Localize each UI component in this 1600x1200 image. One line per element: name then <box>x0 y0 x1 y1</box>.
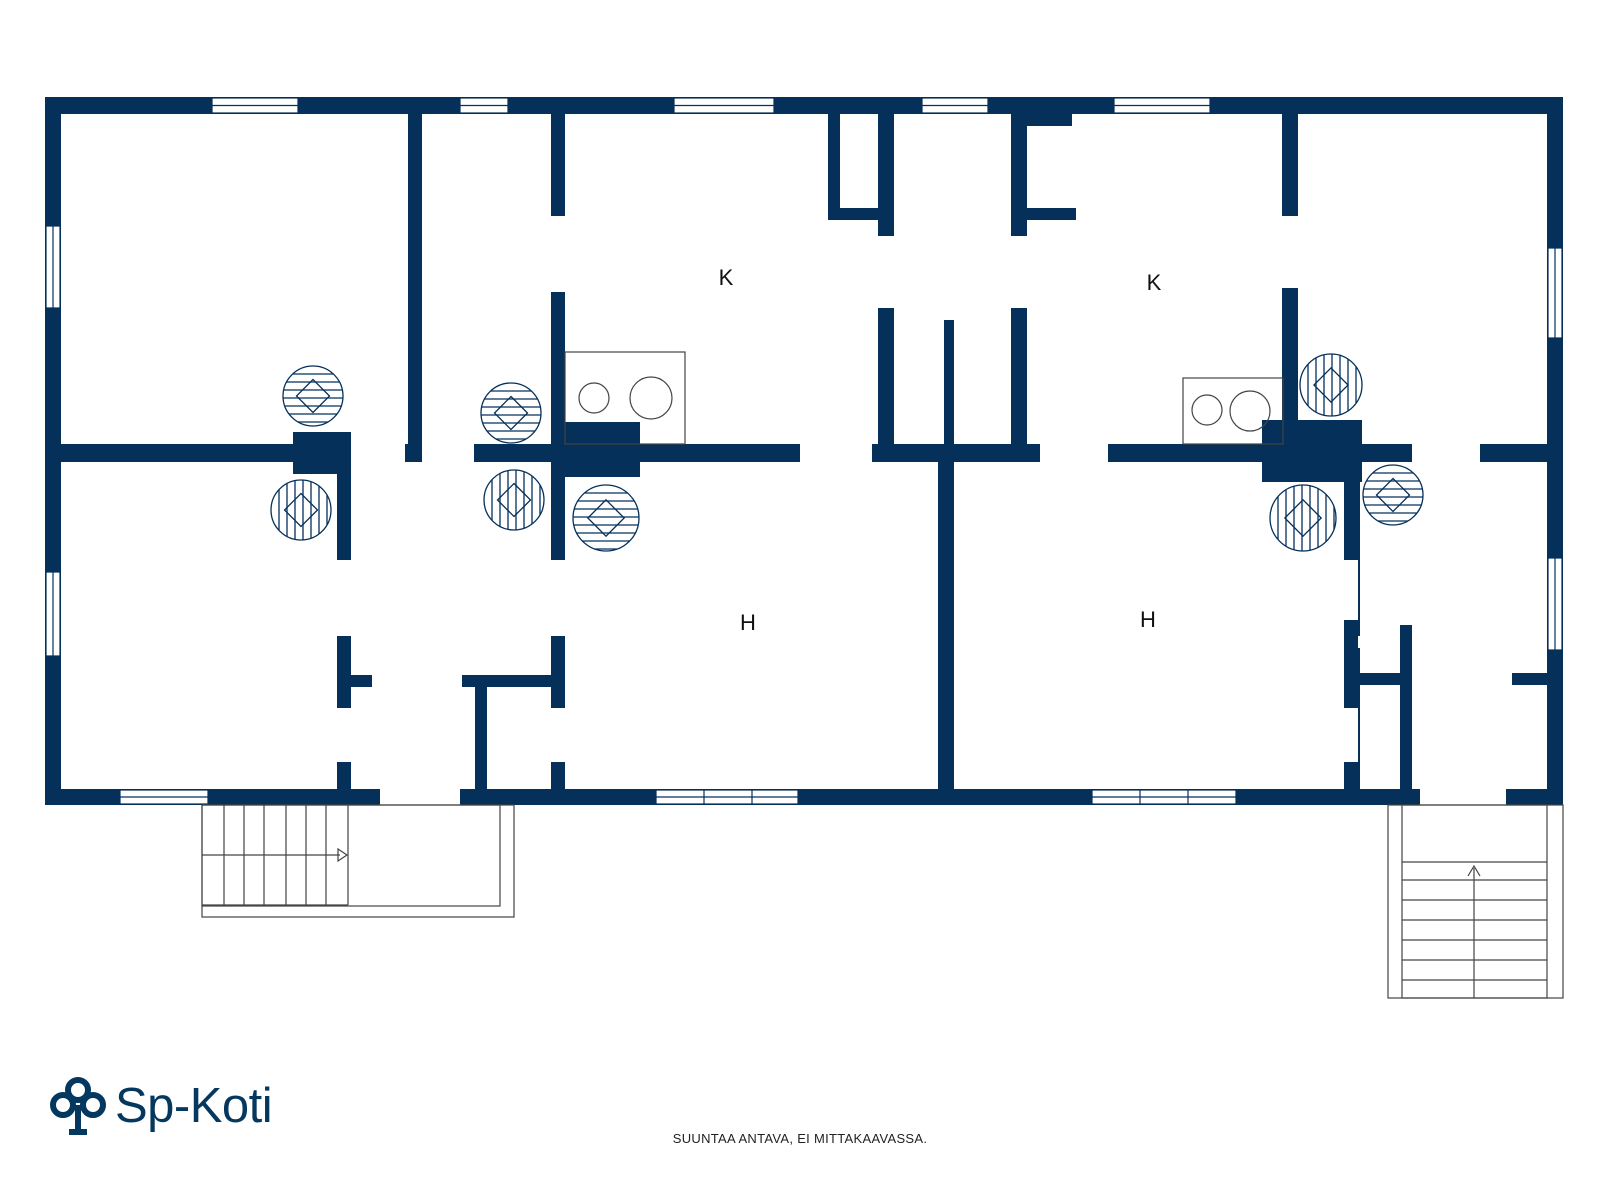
stairs-right <box>1387 804 1564 999</box>
fireplace-5 <box>572 484 640 552</box>
fireplace-7 <box>1269 484 1337 552</box>
room-label-living-right: H <box>1140 607 1156 632</box>
room-label-kitchen-left: K <box>719 265 734 290</box>
door-openings <box>337 216 1512 805</box>
fireplace-1 <box>282 365 344 427</box>
fireplace-8 <box>1362 464 1424 526</box>
stove-right <box>1182 377 1284 445</box>
fireplace-3 <box>480 382 542 444</box>
footer-note: SUUNTAA ANTAVA, EI MITTAKAAVASSA. <box>672 1131 928 1146</box>
stove-left <box>564 351 686 445</box>
stairs-left <box>201 804 515 918</box>
logo-text: Sp-Koti <box>115 1079 273 1133</box>
fireplace-4 <box>483 469 545 531</box>
windows <box>45 97 1563 805</box>
room-label-living-left: H <box>740 610 756 635</box>
fireplace-2 <box>270 479 332 541</box>
fireplace-6 <box>1299 353 1363 417</box>
room-label-kitchen-right: K <box>1147 270 1162 295</box>
tree-icon <box>50 1077 106 1135</box>
fireplaces <box>270 353 1424 552</box>
sp-koti-logo: Sp-Koti <box>47 1070 273 1142</box>
